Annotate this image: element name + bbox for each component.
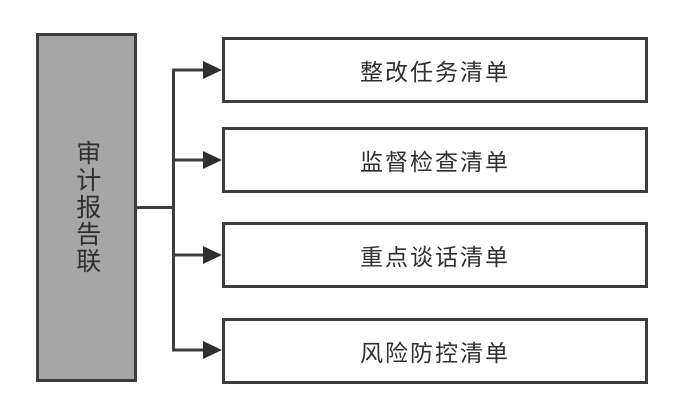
root-node-label: 审计报告联 — [72, 140, 102, 275]
arrowhead-icon-1 — [203, 61, 222, 79]
arrowhead-icon-2 — [203, 151, 222, 169]
branch-node-2[interactable]: 监督检查清单 — [222, 127, 648, 193]
arrowhead-icon-4 — [203, 341, 222, 359]
root-node[interactable]: 审计报告联 — [36, 33, 137, 382]
arrowhead-icon-3 — [203, 246, 222, 264]
branch-node-label: 重点谈话清单 — [360, 245, 510, 271]
branch-node-1[interactable]: 整改任务清单 — [222, 37, 648, 103]
branch-node-label: 监督检查清单 — [360, 150, 510, 176]
branch-node-label: 整改任务清单 — [360, 60, 510, 86]
branch-node-4[interactable]: 风险防控清单 — [222, 318, 648, 384]
branch-node-3[interactable]: 重点谈话清单 — [222, 222, 648, 288]
branch-node-label: 风险防控清单 — [360, 341, 510, 367]
